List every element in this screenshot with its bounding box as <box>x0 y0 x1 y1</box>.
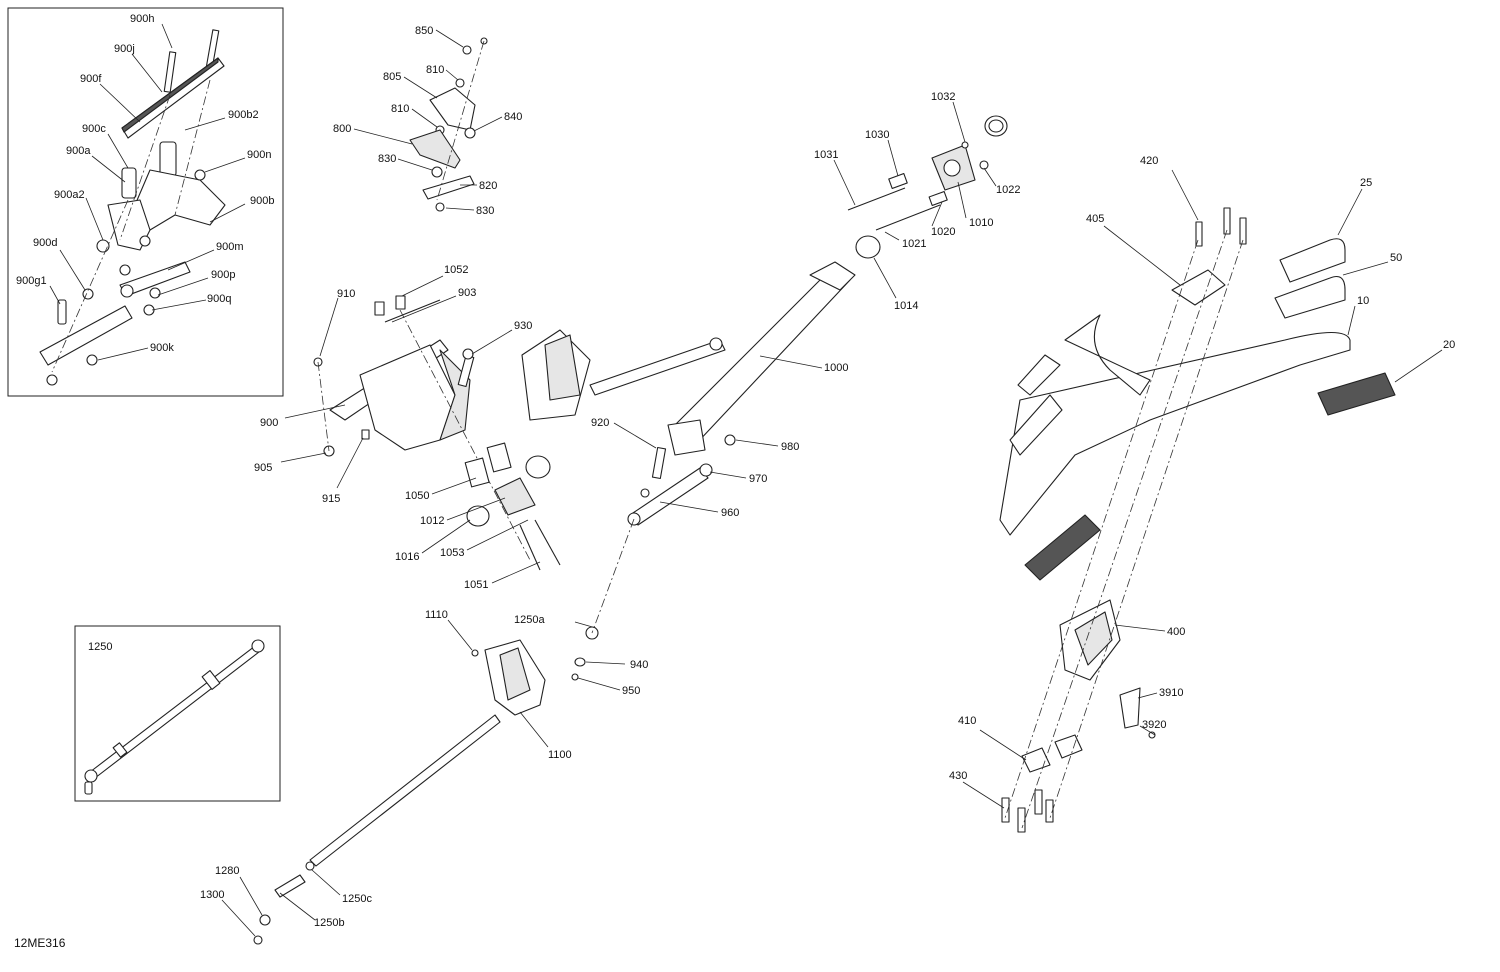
inset-1250-title: 1250 <box>88 641 112 653</box>
callout-900a: 900a <box>66 145 91 157</box>
callout-3920: 3920 <box>1142 719 1166 731</box>
callout-1051: 1051 <box>464 579 488 591</box>
callout-980: 980 <box>781 441 799 453</box>
inset-1250-frame <box>74 625 281 802</box>
callout-940: 940 <box>630 659 648 671</box>
callout-810-top: 810 <box>426 64 444 76</box>
callout-1052: 1052 <box>444 264 468 276</box>
assembly-800 <box>409 37 488 212</box>
callout-labels: 850 810 805 810 840 800 830 820 830 1032… <box>200 25 1455 929</box>
assembly-1050-leaders <box>421 477 541 584</box>
callout-1012: 1012 <box>420 515 444 527</box>
callout-900q: 900q <box>207 293 231 305</box>
callout-900d: 900d <box>33 237 57 249</box>
callout-820: 820 <box>479 180 497 192</box>
callout-900a2: 900a2 <box>54 189 85 201</box>
inset-1250-tie-rod <box>84 639 265 795</box>
callout-830-bottom: 830 <box>476 205 494 217</box>
assembly-handlebar <box>999 207 1396 833</box>
callout-1022: 1022 <box>996 184 1020 196</box>
assembly-900 <box>313 295 531 561</box>
callout-1250a: 1250a <box>514 614 545 626</box>
callout-1250b: 1250b <box>314 917 345 929</box>
callout-950: 950 <box>622 685 640 697</box>
callout-910: 910 <box>337 288 355 300</box>
callout-1053: 1053 <box>440 547 464 559</box>
callout-970: 970 <box>749 473 767 485</box>
callout-1031: 1031 <box>814 149 838 161</box>
callout-1032: 1032 <box>931 91 955 103</box>
callout-805: 805 <box>383 71 401 83</box>
callout-1020: 1020 <box>931 226 955 238</box>
callout-900n: 900n <box>247 149 271 161</box>
assembly-1100-leaders <box>221 619 626 937</box>
callout-20: 20 <box>1443 339 1455 351</box>
callout-1000: 1000 <box>824 362 848 374</box>
callout-1010: 1010 <box>969 217 993 229</box>
callout-50: 50 <box>1390 252 1402 264</box>
assembly-1100 <box>253 518 635 945</box>
callout-1021: 1021 <box>902 238 926 250</box>
callout-900b: 900b <box>250 195 274 207</box>
assembly-1000-leaders <box>613 355 823 513</box>
assembly-800-leaders <box>353 29 503 211</box>
callout-920: 920 <box>591 417 609 429</box>
callout-1250c: 1250c <box>342 893 372 905</box>
callout-900k: 900k <box>150 342 174 354</box>
assembly-900-leaders <box>280 275 513 489</box>
callout-900h: 900h <box>130 13 154 25</box>
callout-900f: 900f <box>80 73 102 85</box>
callout-915: 915 <box>322 493 340 505</box>
callout-1280: 1280 <box>215 865 239 877</box>
callout-420: 420 <box>1140 155 1158 167</box>
inset-900-leaders <box>49 23 246 361</box>
callout-1016: 1016 <box>395 551 419 563</box>
inset-900-parts <box>39 29 226 386</box>
inset-900-labels: 900h 900j 900f 900b2 900c 900n 900a 900a… <box>16 13 274 354</box>
callout-960: 960 <box>721 507 739 519</box>
reference-code: 12ME316 <box>14 936 66 950</box>
assembly-handlebar-leaders <box>962 169 1443 809</box>
callout-905: 905 <box>254 462 272 474</box>
callout-430: 430 <box>949 770 967 782</box>
callout-10: 10 <box>1357 295 1369 307</box>
callout-930: 930 <box>514 320 532 332</box>
callout-903: 903 <box>458 287 476 299</box>
assembly-1000 <box>521 261 856 526</box>
callout-850: 850 <box>415 25 433 37</box>
callout-25: 25 <box>1360 177 1372 189</box>
callout-1030: 1030 <box>865 129 889 141</box>
assembly-1050 <box>464 442 561 571</box>
callout-900j: 900j <box>114 43 135 55</box>
callout-900m: 900m <box>216 241 244 253</box>
callout-840: 840 <box>504 111 522 123</box>
callout-900: 900 <box>260 417 278 429</box>
callout-900g1: 900g1 <box>16 275 47 287</box>
callout-900b2: 900b2 <box>228 109 259 121</box>
inset-900-frame <box>7 7 284 397</box>
assembly-1010-leaders <box>833 101 997 299</box>
callout-830-top: 830 <box>378 153 396 165</box>
callout-1100: 1100 <box>548 749 572 761</box>
callout-900c: 900c <box>82 123 106 135</box>
callout-1300: 1300 <box>200 889 224 901</box>
callout-400: 400 <box>1167 626 1185 638</box>
callout-1050: 1050 <box>405 490 429 502</box>
callout-900p: 900p <box>211 269 235 281</box>
callout-410: 410 <box>958 715 976 727</box>
callout-405: 405 <box>1086 213 1104 225</box>
callout-800: 800 <box>333 123 351 135</box>
callout-3910: 3910 <box>1159 687 1183 699</box>
assembly-1010 <box>847 115 1008 259</box>
callout-810-mid: 810 <box>391 103 409 115</box>
callout-1110: 1110 <box>425 609 448 621</box>
callout-1014: 1014 <box>894 300 918 312</box>
